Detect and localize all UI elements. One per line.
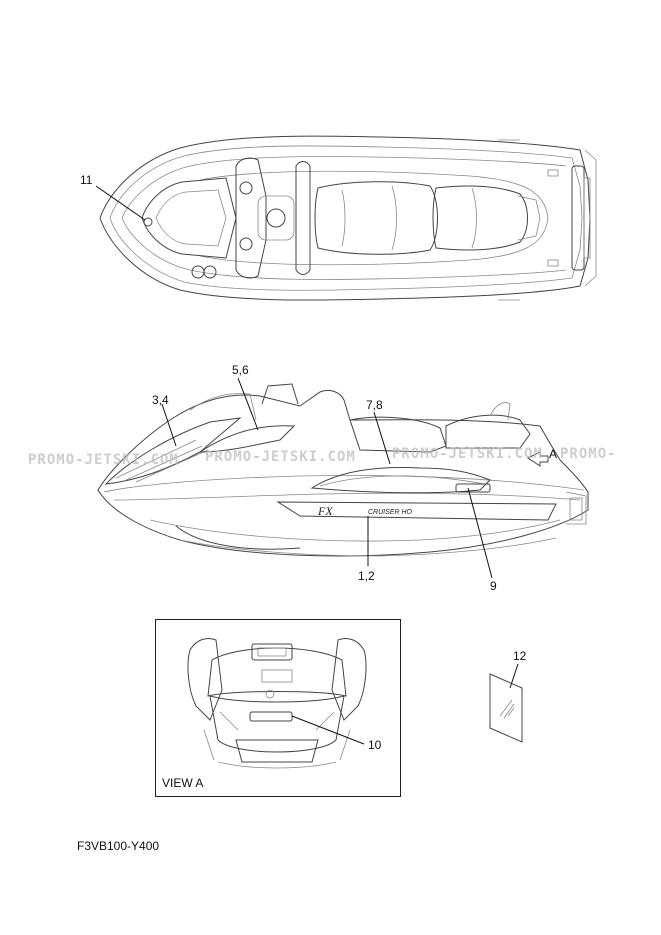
callout-11: 11 (80, 173, 93, 187)
callout-12: 12 (513, 649, 527, 663)
view-a-title: VIEW A (162, 776, 204, 790)
callout-10: 10 (368, 738, 382, 752)
callout-7-8: 7,8 (366, 398, 383, 412)
callout-9: 9 (490, 579, 497, 593)
part-code: F3VB100-Y400 (77, 839, 160, 853)
watermark-mid: PROMO-JETSKI.COM (205, 449, 356, 465)
watermark-left: PROMO-JETSKI.COM (28, 452, 179, 468)
cruiser-decal-text: CRUISER HO (368, 509, 413, 516)
watermark-right: PROMO- (560, 446, 617, 462)
callout-5-6: 5,6 (232, 363, 249, 377)
fx-decal-text: FX (317, 504, 333, 518)
callout-1-2: 1,2 (358, 569, 375, 583)
view-a-frame (155, 619, 401, 797)
callout-3-4: 3,4 (152, 393, 169, 407)
watermark-mid2: PROMO-JETSKI.COM (392, 446, 543, 462)
callout-view-a-arrow: A (549, 447, 558, 461)
